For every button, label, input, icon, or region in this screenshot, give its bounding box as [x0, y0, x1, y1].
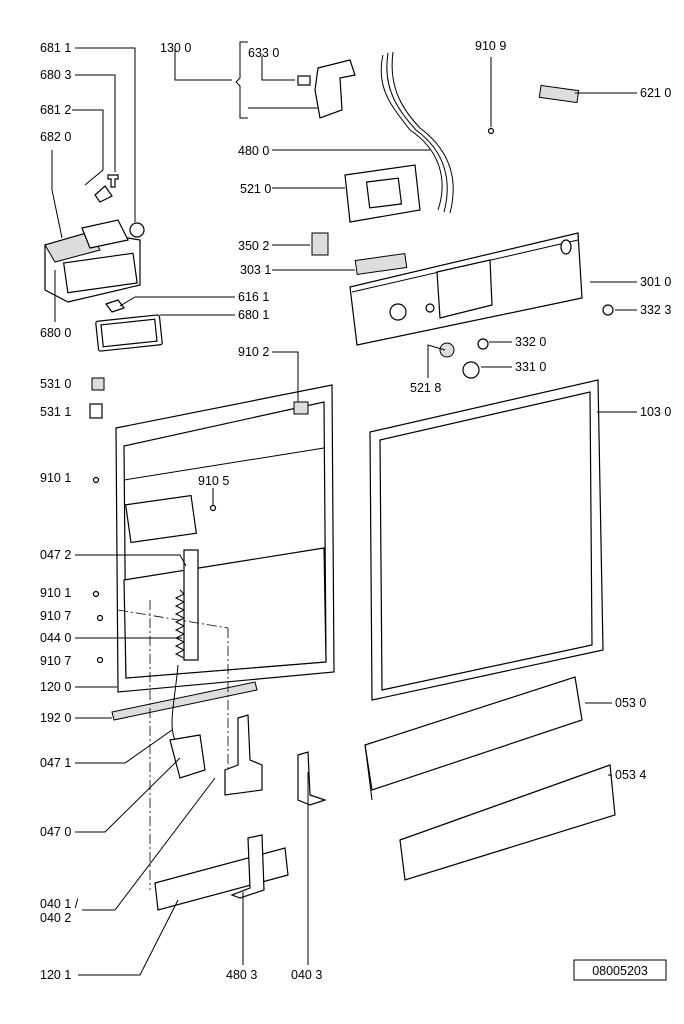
label-0472: 047 2 [40, 548, 71, 562]
label-0530: 053 0 [615, 696, 646, 710]
screw-9109 [487, 127, 495, 135]
spring-0472 [174, 589, 186, 659]
label-9101: 910 1 [40, 586, 71, 600]
label-1300: 130 0 [160, 41, 191, 55]
part-labels: 681 1 680 3 681 2 682 0 680 0 130 0 633 … [40, 39, 671, 982]
switch-3502 [311, 232, 329, 256]
label-3323: 332 3 [640, 303, 671, 317]
drawing-number-box: 08005203 [573, 959, 667, 981]
dashed-alignment-line [117, 609, 229, 629]
label-0440: 044 0 [40, 631, 71, 645]
label-6800: 680 0 [40, 326, 71, 340]
label-3320: 332 0 [515, 335, 546, 349]
cable-0471 [171, 664, 179, 741]
label-9102: 910 2 [238, 345, 269, 359]
label-5310: 531 0 [40, 377, 71, 391]
label-6210: 621 0 [640, 86, 671, 100]
label-9105: 910 5 [198, 474, 229, 488]
label-5210: 521 0 [240, 182, 271, 196]
label-6801: 680 1 [238, 308, 269, 322]
ring-3310 [462, 361, 480, 379]
screw-9101a [92, 476, 100, 484]
hinge-bracket-0401 [224, 714, 263, 796]
drawing-number: 08005203 [592, 964, 648, 978]
knob-3320 [477, 338, 489, 350]
clip-4803 [230, 834, 265, 899]
screw-9107a [96, 614, 104, 622]
label-1920: 192 0 [40, 711, 71, 725]
label-5311: 531 1 [40, 405, 71, 419]
part-5310 [91, 377, 105, 391]
label-0470: 047 0 [40, 825, 71, 839]
control-panel [349, 232, 583, 346]
label-9109: 910 9 [475, 39, 506, 53]
kickplate-0530 [364, 676, 583, 801]
label-5218: 521 8 [410, 381, 441, 395]
label-6812: 681 2 [40, 103, 71, 117]
inner-door-panel [115, 384, 335, 693]
label-6330: 633 0 [248, 46, 279, 60]
rotary-5218 [439, 342, 455, 358]
leader-lines [51, 41, 637, 976]
label-4800: 480 0 [238, 144, 269, 158]
label-3310: 331 0 [515, 360, 546, 374]
label-0403: 040 3 [291, 968, 322, 982]
strip-1920 [111, 681, 258, 721]
label-4803: 480 3 [226, 968, 257, 982]
plate-1201 [154, 847, 289, 911]
label-0534: 053 4 [615, 768, 646, 782]
kickplate-0534 [399, 764, 616, 881]
screw-9101b [92, 590, 100, 598]
label-0401: 040 1 / [40, 897, 79, 911]
screw-9107b [96, 656, 104, 664]
label-6803: 680 3 [40, 68, 71, 82]
label-6811: 681 1 [40, 41, 71, 55]
bracket-9102 [293, 401, 309, 415]
part-0403 [297, 751, 327, 806]
label-3010: 301 0 [640, 275, 671, 289]
label-6161: 616 1 [238, 290, 269, 304]
outer-door-panel [369, 379, 604, 701]
part-6210 [538, 84, 580, 104]
label-9107: 910 7 [40, 609, 71, 623]
hinge-0470 [169, 734, 206, 779]
dispenser-assembly [44, 174, 163, 352]
label-6820: 682 0 [40, 130, 71, 144]
label-0402: 040 2 [40, 911, 71, 925]
control-module [344, 164, 421, 223]
label-0471: 047 1 [40, 756, 71, 770]
label-1030: 103 0 [640, 405, 671, 419]
label-1200: 120 0 [40, 680, 71, 694]
label-9101: 910 1 [40, 471, 71, 485]
label-3031: 303 1 [240, 263, 271, 277]
wiring-harness [380, 51, 454, 214]
label-3502: 350 2 [238, 239, 269, 253]
screw-9105 [209, 504, 217, 512]
keypad-3031 [354, 253, 408, 275]
door-lock-assembly [297, 59, 356, 119]
label-9107: 910 7 [40, 654, 71, 668]
knob-3323 [602, 304, 614, 316]
label-1201: 120 1 [40, 968, 71, 982]
part-5311 [89, 403, 103, 419]
